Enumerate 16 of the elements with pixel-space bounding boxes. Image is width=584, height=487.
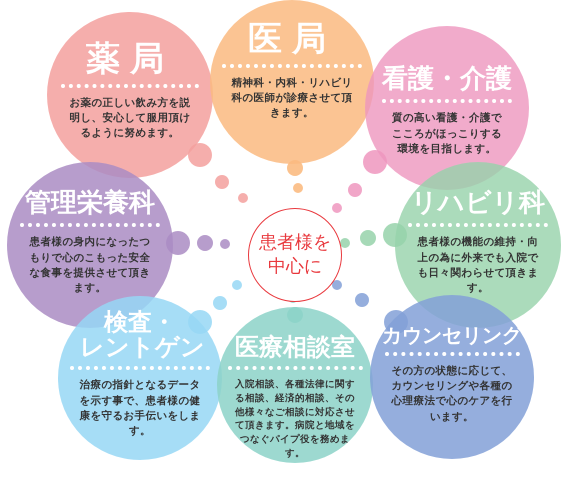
department-title: 医局 bbox=[247, 22, 337, 58]
department-description: 精神科・内科・リハビリ科の医師が診療させて頂きます。 bbox=[230, 76, 354, 122]
department-description: 入院相談、各種法律に関する相談、経済的相談、その他様々なご相談に対応させて頂きます。病院と地域をつなぐパイプ役を務めます。 bbox=[234, 378, 356, 461]
department-description: お薬の正しい飲み方を説明し、安心して服用頂けるように努めます。 bbox=[68, 96, 192, 142]
department-description: 質の高い看護・介護でこころがほっこりする環境を目指します。 bbox=[391, 111, 503, 157]
department-description: 患者様の機能の維持・向上の為に外来でも入院でも日々関わらせて頂きます。 bbox=[416, 235, 540, 296]
department-title: 医療相談室 bbox=[234, 335, 356, 360]
department-description: 治療の指針となるデータを示す事で、患者様の健康を守るお手伝いをします。 bbox=[78, 378, 202, 440]
department-title: リハビリ科 bbox=[410, 190, 546, 218]
department-title: 薬局 bbox=[85, 42, 175, 78]
department-description: その方の状態に応じて、カウンセリングや各種の心理療法で心のケアを行います。 bbox=[390, 364, 514, 425]
center-label: 患者様を中心に bbox=[258, 230, 332, 279]
department-title: 管理栄養科 bbox=[24, 190, 156, 218]
department-description: 患者様の身内になったつもりで心のこもった安全な食事を提供させて頂きます。 bbox=[28, 235, 152, 296]
department-title: 検査・レントゲン bbox=[80, 310, 200, 360]
department-title: 看護・介護 bbox=[380, 66, 513, 94]
